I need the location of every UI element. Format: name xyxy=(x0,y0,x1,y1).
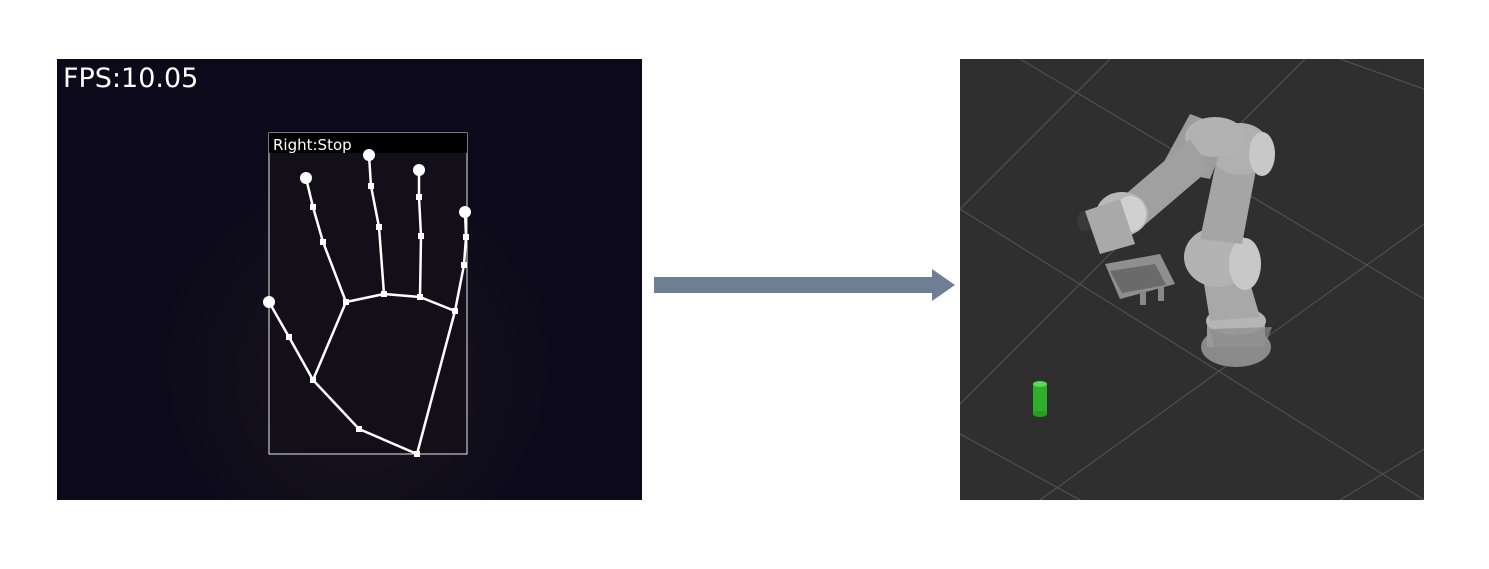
detection-label: Right:Stop xyxy=(273,136,352,154)
thumb-tip xyxy=(263,296,275,308)
thumb-ip-joint xyxy=(286,334,292,340)
robot-arm xyxy=(1077,114,1275,367)
index-tip xyxy=(300,172,312,184)
index-mcp-joint xyxy=(343,299,349,305)
middle-tip xyxy=(363,149,375,161)
thumb-mcp-joint xyxy=(310,377,316,383)
simulation-scene xyxy=(960,59,1424,500)
detection-box xyxy=(268,132,468,455)
ring-dip-joint xyxy=(416,194,422,200)
pinky-dip-joint xyxy=(463,234,469,240)
ring-pip-joint xyxy=(418,233,424,239)
middle-dip-joint xyxy=(368,183,374,189)
middle-pip-joint xyxy=(376,224,382,230)
detection-label-bg xyxy=(269,133,467,153)
pinky-pip-joint xyxy=(461,262,467,268)
fps-counter: FPS:10.05 xyxy=(63,63,199,94)
hand-landmark-overlay: Right:Stop xyxy=(57,59,642,500)
pinky-tip xyxy=(459,206,471,218)
flow-arrow xyxy=(650,266,960,306)
ring-mcp-joint xyxy=(417,294,423,300)
hand-joints xyxy=(263,149,471,457)
index-pip-joint xyxy=(320,239,326,245)
target-object xyxy=(1033,381,1047,417)
index-dip-joint xyxy=(310,204,316,210)
middle-mcp-joint xyxy=(381,291,387,297)
wrist-joint xyxy=(414,451,420,457)
thumb-cmc-joint xyxy=(356,426,362,432)
pinky-mcp-joint xyxy=(452,308,458,314)
robot-simulation-panel xyxy=(960,59,1424,500)
camera-feed-panel: Right:Stop xyxy=(57,59,642,500)
ring-tip xyxy=(413,164,425,176)
